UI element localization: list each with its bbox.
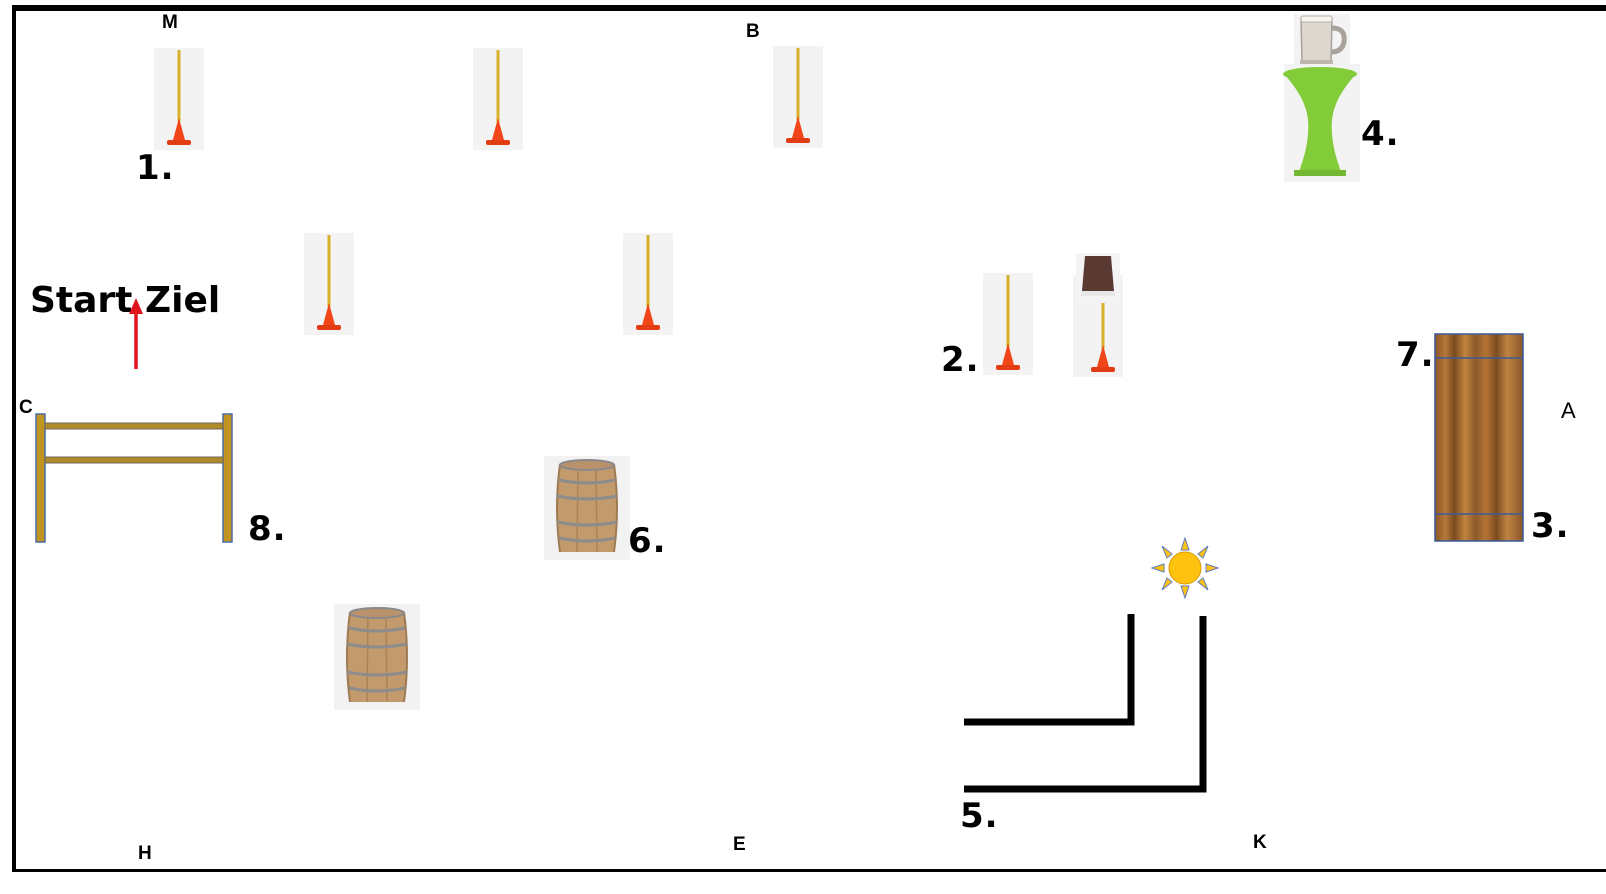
wooden-board-icon: [1434, 333, 1524, 542]
pole-cone-icon: [154, 48, 204, 150]
barrel-icon: [544, 456, 630, 560]
pole-cone-icon: [304, 233, 354, 335]
finish-label: Ziel: [145, 280, 220, 321]
pole-cone-icon: [773, 46, 823, 148]
sun-icon: [1150, 536, 1220, 600]
marker-m: M: [162, 12, 178, 34]
hurdle-icon: [34, 412, 236, 546]
station-4-label: 4.: [1361, 114, 1400, 154]
station-6-label: 6.: [628, 521, 667, 561]
marker-c: C: [19, 397, 33, 419]
station-8-label: 8.: [248, 509, 287, 549]
barrel-icon: [334, 604, 420, 710]
start-arrow-icon: [127, 297, 145, 373]
start-label: Start: [30, 280, 132, 321]
marker-b: B: [746, 21, 760, 43]
marker-a-partial: A: [1561, 398, 1576, 424]
station-5-label: 5.: [960, 796, 999, 836]
station-3-label: 3.: [1531, 506, 1570, 546]
beer-mug-icon: [1290, 12, 1362, 68]
pole-cone-icon: [983, 273, 1033, 375]
marker-h: H: [138, 843, 152, 865]
marker-e: E: [733, 834, 746, 856]
cup-icon: [1076, 253, 1120, 301]
pole-cone-icon: [473, 48, 523, 150]
marker-k: K: [1253, 832, 1267, 854]
station-1-label: 1.: [136, 148, 175, 188]
standing-table-icon: [1278, 64, 1362, 182]
l-wall-icon: [960, 612, 1212, 800]
pole-cone-icon: [623, 233, 673, 335]
station-2-label: 2.: [941, 340, 980, 380]
station-7-label: 7.: [1396, 335, 1435, 375]
